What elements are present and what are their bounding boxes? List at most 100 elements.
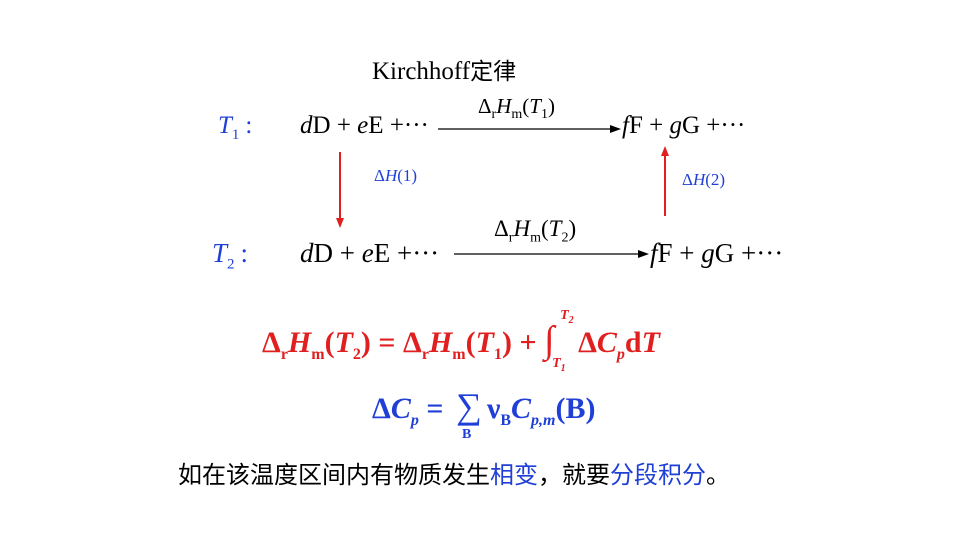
delta: Δ (578, 326, 597, 359)
paren: ) (568, 216, 577, 241)
t1-colon: : (245, 112, 253, 139)
reactants-row2: dD + eE +··· (300, 238, 439, 269)
up-arrow-delta-h2 (661, 146, 669, 216)
delta: Δ (494, 216, 509, 241)
arg: (2) (705, 170, 726, 189)
note-phase-change: 相变 (490, 461, 538, 489)
sub-1: 1 (540, 107, 548, 123)
arg: (1) (397, 166, 418, 185)
equals: = (418, 392, 451, 425)
arrow-label-row2: ΔrHm(T2) (494, 216, 576, 247)
C: C (596, 326, 617, 359)
arrow-label-row1: ΔrHm(T1) (478, 94, 555, 123)
T: T (334, 326, 353, 359)
reaction-arrow-row1 (438, 125, 621, 133)
delta-h2-label: ΔH(2) (682, 170, 725, 190)
summation: ∑B (451, 385, 487, 442)
paren: ( (465, 326, 476, 359)
species-f: F (657, 238, 673, 268)
paren: ) (501, 326, 512, 359)
d: d (624, 326, 642, 359)
T: T (560, 308, 569, 323)
coef-g: g (669, 112, 682, 139)
sub-m: m (511, 107, 523, 123)
T: T (548, 216, 562, 241)
coef-d: d (300, 112, 313, 139)
sub-1: 1 (560, 362, 566, 374)
equals: = (370, 326, 404, 359)
coef-f: f (622, 112, 629, 139)
ellipsis: +··· (383, 112, 429, 139)
temperature-label-t1: T1: (218, 112, 252, 144)
species-d: D (313, 238, 334, 268)
species-g: G (681, 112, 701, 139)
note-piecewise: 分段积分 (610, 461, 706, 489)
delta: Δ (682, 170, 693, 189)
integral-upper: T2 (560, 308, 574, 326)
species-g: G (714, 238, 735, 268)
sub-2: 2 (568, 314, 574, 326)
note-part1: 如在该温度区间内有物质发生 (178, 461, 490, 489)
t2-symbol: T (212, 238, 228, 268)
paren: ( (324, 326, 335, 359)
T: T (552, 356, 561, 371)
t2-sub: 2 (227, 256, 235, 273)
coef-f: f (650, 238, 658, 268)
slide-title: Kirchhoff定律 (372, 52, 516, 86)
t1-symbol: T (218, 112, 232, 139)
delta-h1-label: ΔH(1) (374, 166, 417, 186)
products-row2: fF + gG +··· (650, 238, 783, 269)
H: H (496, 94, 512, 118)
species-d: D (312, 112, 331, 139)
products-row1: fF + gG +··· (622, 112, 745, 140)
integral-lower: T1 (552, 356, 566, 374)
integral-sign: ∫ (544, 319, 555, 361)
delta: Δ (374, 166, 385, 185)
plus: + (333, 238, 362, 268)
plus: + (672, 238, 702, 268)
sub-pm: p,m (531, 412, 556, 429)
sub-p: p (616, 346, 625, 363)
H: H (287, 326, 312, 359)
paren: ( (522, 94, 530, 118)
C: C (390, 392, 411, 425)
sub-1: 1 (493, 346, 502, 363)
coef-d: d (300, 238, 314, 268)
C: C (511, 392, 532, 425)
sub-r: r (508, 230, 514, 246)
t2-colon: : (240, 238, 249, 268)
note-part3: ，就要 (538, 461, 610, 489)
plus: + (330, 112, 358, 139)
reactants-row1: dD + eE +··· (300, 112, 429, 140)
plus: + (642, 112, 670, 139)
delta: Δ (262, 326, 281, 359)
H: H (692, 170, 706, 189)
temperature-label-t2: T2: (212, 238, 248, 273)
species-f: F (628, 112, 643, 139)
arg-b: (B) (555, 392, 596, 425)
sum-sub: B (461, 427, 472, 442)
H: H (428, 326, 453, 359)
sub-2: 2 (352, 346, 361, 363)
title-latin: Kirchhoff (372, 58, 471, 85)
down-arrow-delta-h1 (336, 152, 344, 228)
ellipsis: +··· (734, 238, 784, 268)
nu: ν (486, 392, 501, 425)
ellipsis: +··· (700, 112, 746, 139)
sum-sign: ∑ (456, 386, 482, 426)
delta: Δ (478, 94, 492, 118)
paren: ) (547, 94, 555, 118)
sub-r: r (280, 346, 288, 363)
ellipsis: +··· (390, 238, 440, 268)
sub-r: r (421, 346, 429, 363)
T: T (641, 326, 660, 359)
T: T (529, 94, 541, 118)
title-cjk: 定律 (470, 59, 517, 85)
note-end: 。 (706, 461, 730, 489)
coef-g: g (701, 238, 715, 268)
sub-m: m (311, 346, 325, 363)
coef-e: e (357, 112, 369, 139)
note-text: 如在该温度区间内有物质发生相变，就要分段积分。 (178, 455, 730, 490)
